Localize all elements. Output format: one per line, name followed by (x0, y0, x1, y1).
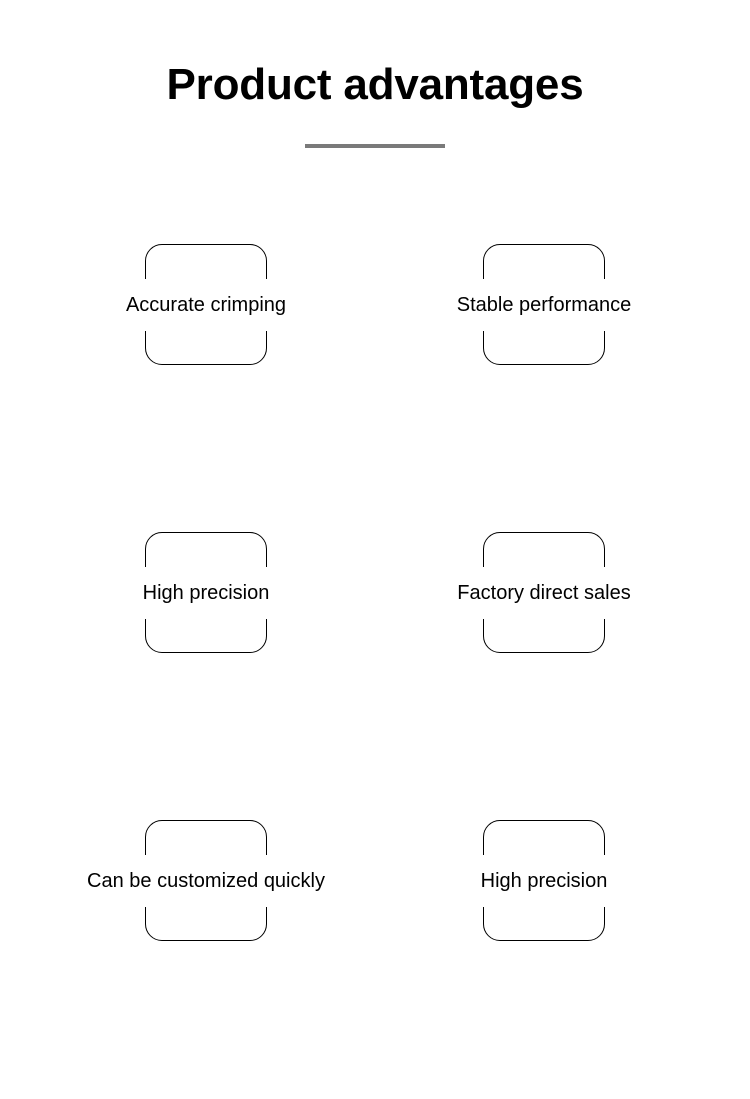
title-divider (305, 144, 445, 148)
advantage-card-stable-performance[interactable]: Stable performance (446, 244, 642, 365)
advantage-card-label: Stable performance (446, 278, 642, 331)
advantage-card-high-precision-2[interactable]: High precision (470, 820, 618, 941)
advantages-grid: Accurate crimping Stable performance Hig… (0, 244, 750, 941)
page-title: Product advantages (166, 60, 584, 109)
advantage-card-label: Factory direct sales (447, 566, 641, 619)
advantages-row-3: Can be customized quickly High precision (0, 820, 750, 941)
advantage-card-accurate-crimping[interactable]: Accurate crimping (115, 244, 297, 365)
advantage-card-label: High precision (470, 854, 618, 907)
advantage-card-high-precision[interactable]: High precision (132, 532, 280, 653)
advantage-card-factory-direct-sales[interactable]: Factory direct sales (447, 532, 641, 653)
advantage-card-label: Can be customized quickly (77, 854, 335, 907)
page-header: Product advantages (0, 58, 750, 148)
advantage-card-label: High precision (132, 566, 280, 619)
advantages-row-1: Accurate crimping Stable performance (0, 244, 750, 365)
advantages-row-2: High precision Factory direct sales (0, 532, 750, 653)
advantage-card-label: Accurate crimping (115, 278, 297, 331)
advantage-card-can-be-customized-quickly[interactable]: Can be customized quickly (77, 820, 335, 941)
